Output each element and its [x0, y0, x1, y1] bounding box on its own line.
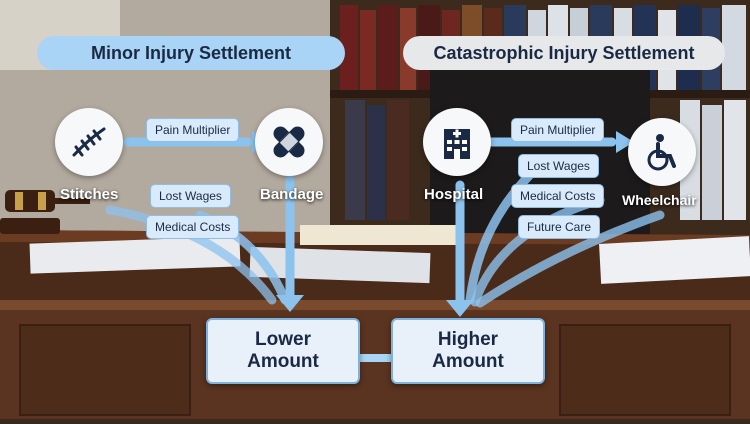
minor-pain-multiplier-tag: Pain Multiplier	[146, 118, 240, 142]
result-connector	[357, 354, 393, 362]
catastrophic-settlement-title: Catastrophic Injury Settlement	[403, 36, 725, 70]
hospital-node	[423, 108, 491, 176]
gavel-icon	[0, 190, 90, 234]
bandage-node	[255, 108, 323, 176]
minor-settlement-title: Minor Injury Settlement	[37, 36, 345, 70]
minor-medical-costs-tag: Medical Costs	[146, 215, 240, 239]
bandage-label: Bandage	[260, 186, 324, 203]
lower-amount-box: Lower Amount	[206, 318, 360, 384]
higher-amount-box: Higher Amount	[391, 318, 545, 384]
wheelchair-node	[628, 118, 696, 186]
cat-future-care-tag: Future Care	[518, 215, 601, 239]
stitches-label: Stitches	[60, 186, 119, 203]
minor-lost-wages-tag: Lost Wages	[150, 184, 231, 208]
lower-amount-line2: Amount	[247, 351, 319, 372]
wheelchair-label: Wheelchair	[622, 192, 697, 208]
cat-medical-costs-tag: Medical Costs	[511, 184, 605, 208]
bandage-icon	[273, 126, 305, 158]
higher-amount-line1: Higher	[437, 329, 499, 351]
stitches-node	[55, 108, 123, 176]
stitches-icon	[72, 127, 106, 157]
hospital-icon	[444, 129, 470, 159]
wheelchair-icon	[647, 134, 676, 171]
cat-pain-multiplier-tag: Pain Multiplier	[511, 118, 605, 142]
lower-amount-line1: Lower	[255, 329, 311, 351]
higher-amount-line2: Amount	[432, 351, 504, 372]
cat-lost-wages-tag: Lost Wages	[518, 154, 599, 178]
hospital-label: Hospital	[424, 186, 484, 203]
